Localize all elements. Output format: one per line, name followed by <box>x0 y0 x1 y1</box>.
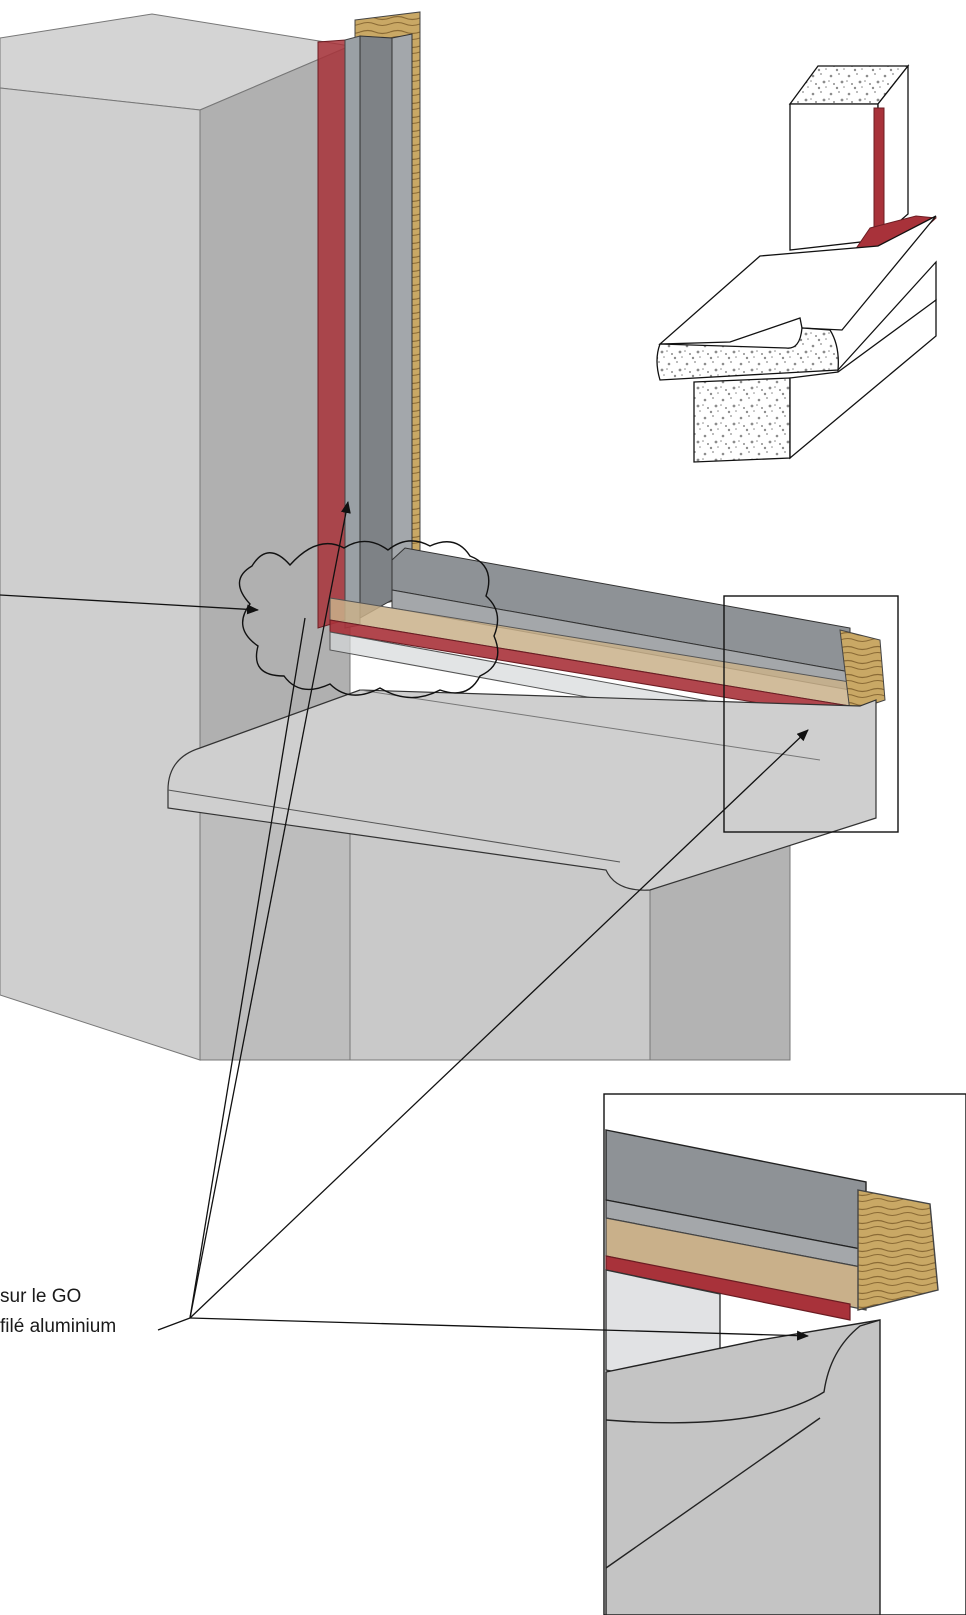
window-frame-horizontal <box>329 547 886 735</box>
cloud-callout <box>238 540 499 699</box>
label-line-2: filé aluminium <box>0 1316 117 1337</box>
detail-frame <box>723 595 899 833</box>
window-frame-vertical <box>317 11 421 629</box>
label-line-1: sur le GO <box>0 1286 82 1307</box>
concrete-sill <box>167 689 877 891</box>
leader-lines <box>0 501 809 1341</box>
zoom-detail <box>603 1093 966 1615</box>
section-sketch <box>656 64 938 463</box>
